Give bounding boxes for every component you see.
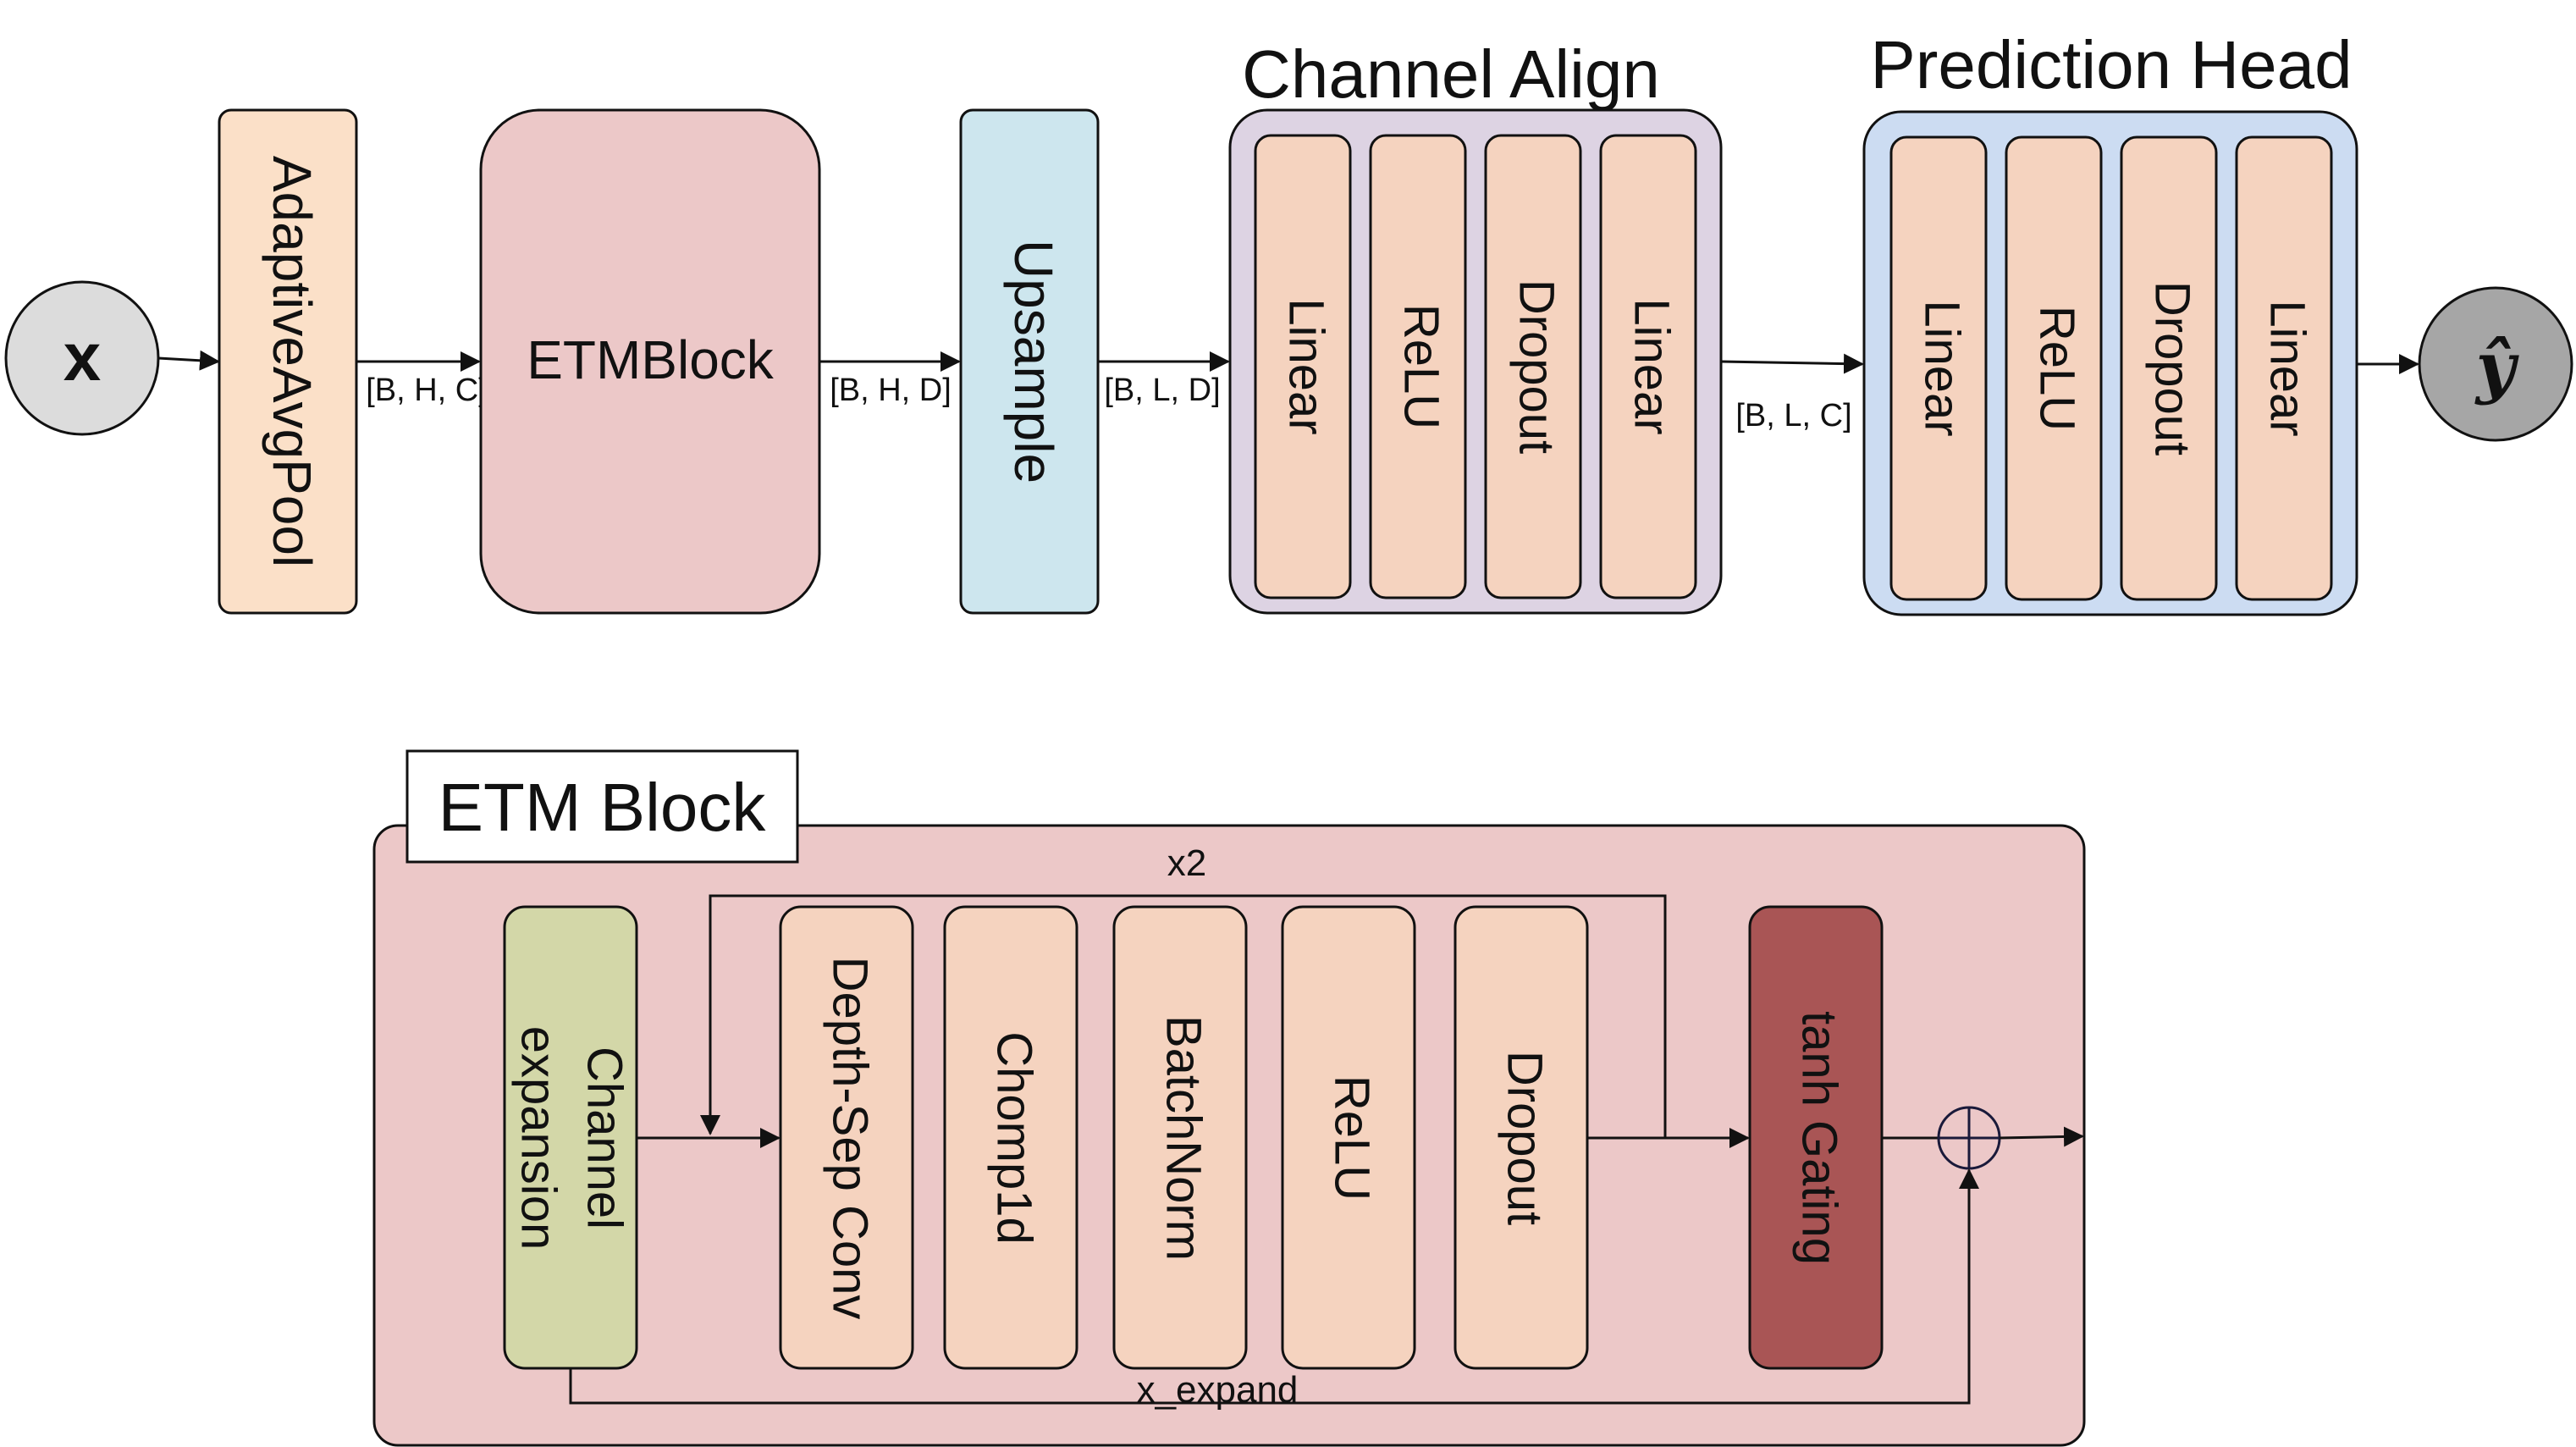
input-label: x bbox=[63, 319, 102, 395]
channel-align-layer-label: ReLU bbox=[1394, 304, 1449, 429]
channel-align-layer-box bbox=[1599, 134, 1697, 599]
upsample-label: Upsample bbox=[1003, 240, 1064, 483]
channel-align-layer-box bbox=[1484, 134, 1582, 599]
channel-align-layer-label: Linear bbox=[1279, 298, 1334, 434]
edge-align-to-head bbox=[1720, 353, 1864, 374]
channel-expansion-label-line1: Channel bbox=[577, 1047, 632, 1229]
etm-layer-label: Depth-Sep Conv bbox=[823, 957, 878, 1320]
shape-label-after-etm: [B, H, D] bbox=[830, 373, 952, 408]
adaptive-pool-label: AdaptiveAvgPool bbox=[262, 156, 323, 567]
output-label: ŷ bbox=[2474, 327, 2520, 406]
shape-label-after-align: [B, L, C] bbox=[1735, 398, 1851, 434]
shape-label-after-upsample: [B, L, D] bbox=[1104, 373, 1220, 408]
etm-layer-box bbox=[1281, 905, 1416, 1370]
etm-detail-title: ETM Block bbox=[439, 770, 767, 845]
prediction-head-layer-box bbox=[2235, 135, 2333, 601]
edge-sum-to-output bbox=[1999, 1126, 2084, 1147]
prediction-head-title: Prediction Head bbox=[1870, 27, 2352, 102]
etm-layer-box bbox=[943, 905, 1078, 1370]
shape-label-after-pool: [B, H, C] bbox=[366, 373, 488, 408]
prediction-head-layer-label: Linear bbox=[2260, 300, 2315, 436]
channel-align-layer-label: Dropout bbox=[1509, 279, 1564, 454]
channel-align-layer-box bbox=[1369, 134, 1467, 599]
etm-layer-label: BatchNorm bbox=[1156, 1015, 1211, 1261]
tanh-gating-label: tanh Gating bbox=[1792, 1011, 1847, 1265]
prediction-head-layer-label: Dropout bbox=[2145, 281, 2200, 456]
skip-connection-edge bbox=[569, 1168, 1979, 1405]
prediction-head-layer-box bbox=[2005, 135, 2103, 601]
etm-layer-label: Dropout bbox=[1498, 1051, 1553, 1225]
edge-input-to-pool bbox=[157, 350, 220, 371]
prediction-head-layer-label: ReLU bbox=[2030, 306, 2085, 431]
etm-layer-label: ReLU bbox=[1325, 1075, 1380, 1201]
output-node bbox=[2418, 286, 2573, 442]
channel-align-layers: Linear ReLU Dropout Linear bbox=[1254, 134, 1697, 599]
prediction-head-layer-label: Linear bbox=[1915, 300, 1970, 436]
etm-layer-label: Chomp1d bbox=[987, 1031, 1042, 1244]
repeat-loop-edge bbox=[700, 894, 1667, 1138]
etm-detail-layers: Depth-Sep Conv Chomp1d BatchNorm ReLU Dr… bbox=[779, 905, 1589, 1370]
etm-block-label: ETMBlock bbox=[527, 329, 775, 390]
prediction-head-layer-box bbox=[2120, 135, 2218, 601]
prediction-head-layers: Linear ReLU Dropout Linear bbox=[1889, 135, 2333, 601]
etm-layer-box bbox=[779, 905, 914, 1370]
prediction-head-layer-box bbox=[1889, 135, 1988, 601]
etm-detail-title-box bbox=[405, 749, 799, 864]
channel-expansion-label-line2: expansion bbox=[511, 1026, 566, 1250]
channel-align-title: Channel Align bbox=[1242, 36, 1660, 112]
skip-label: x_expand bbox=[1137, 1369, 1299, 1411]
channel-align-layer-box bbox=[1254, 134, 1352, 599]
etm-layer-box bbox=[1112, 905, 1248, 1370]
channel-align-layer-label: Linear bbox=[1624, 298, 1680, 434]
repeat-label: x2 bbox=[1167, 842, 1206, 884]
